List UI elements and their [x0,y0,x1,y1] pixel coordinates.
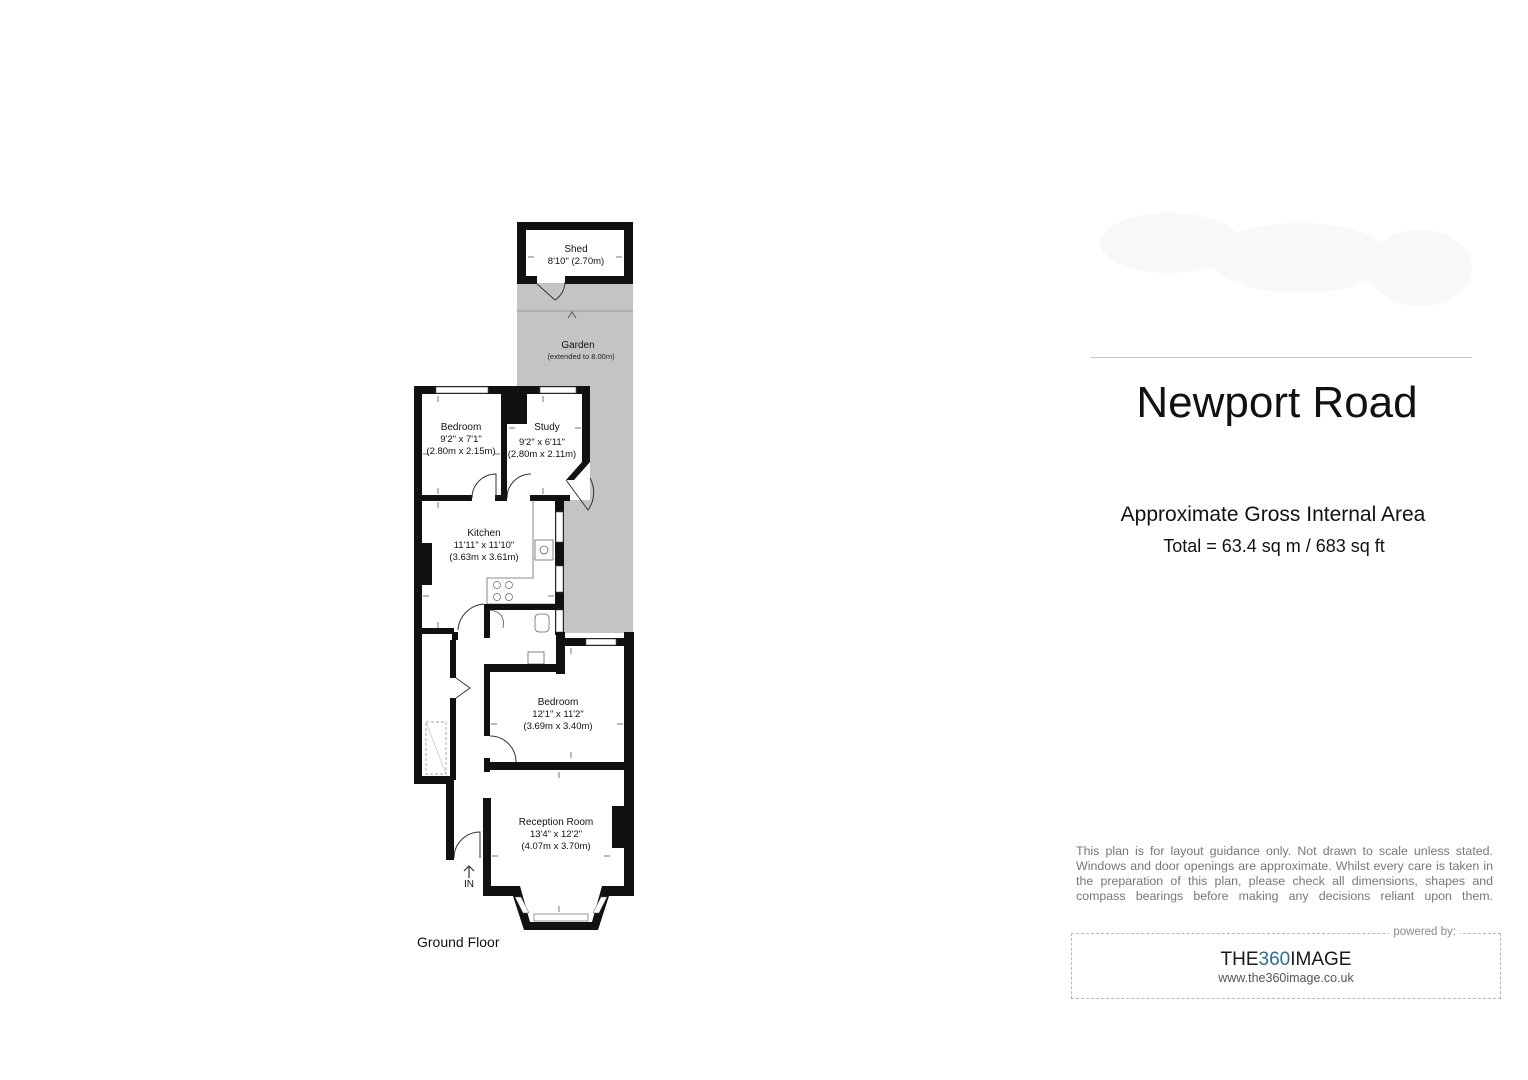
property-title: Newport Road [1136,378,1418,427]
bedroom-rear-imperial: 9'2" x 7'1" [440,434,482,445]
kitchen-imperial: 11'11" x 11'10" [454,540,515,551]
bedroom-rear-metric: (2.80m x 2.15m) [426,446,495,457]
bedroom-front-metric: (3.69m x 3.40m) [523,721,592,732]
garden-note: (extended to 8.00m) [547,352,615,361]
area-heading: Approximate Gross Internal Area [1120,503,1426,526]
watermark-logo [1100,213,1472,306]
title-divider [1091,357,1472,358]
kitchen-label: Kitchen [467,528,500,539]
brand-number: 360 [1258,949,1291,970]
area-total: Total = 63.4 sq m / 683 sq ft [1163,536,1385,556]
study-imperial: 9'2" x 6'11" [519,437,565,448]
shed-label: Shed [564,244,587,255]
wall-bathroom-top [484,604,556,610]
dimension-ticks [423,396,623,912]
study-metric: (2.80m x 2.11m) [508,449,576,460]
shed [517,222,633,301]
garden-area [517,283,633,633]
garden-gate-mark [567,311,577,319]
reception-label: Reception Room [519,817,593,828]
powered-by-label: powered by: [1389,926,1460,938]
floor-label: Ground Floor [417,934,500,950]
reception-imperial: 13'4" x 12'2" [530,829,582,840]
wall-left-outer [414,386,422,784]
brand-prefix: THE [1220,949,1259,970]
entrance-arrow-icon [463,865,475,878]
bedroom-front-imperial: 12'1" x 11'2" [532,709,583,720]
powered-by-box[interactable]: powered by: THE360IMAGE www.the360image.… [1071,926,1501,999]
entrance-label: IN [464,879,474,890]
brand-suffix: IMAGE [1290,949,1352,970]
bedroom-front-label: Bedroom [538,697,579,708]
kitchen-metric: (3.63m x 3.61m) [449,552,518,563]
shed-dims: 8'10" (2.70m) [548,256,604,267]
brand-logo: THE360IMAGE [1072,949,1500,971]
study-label: Study [534,422,560,433]
disclaimer-text: This plan is for layout guidance only. N… [1076,844,1493,903]
wall-bedroom-study [501,420,507,500]
brand-url-link[interactable]: www.the360image.co.uk [1218,971,1354,985]
bedroom-rear-label: Bedroom [441,422,482,433]
garden-label: Garden [561,340,594,351]
reception-metric: (4.07m x 3.70m) [521,841,590,852]
